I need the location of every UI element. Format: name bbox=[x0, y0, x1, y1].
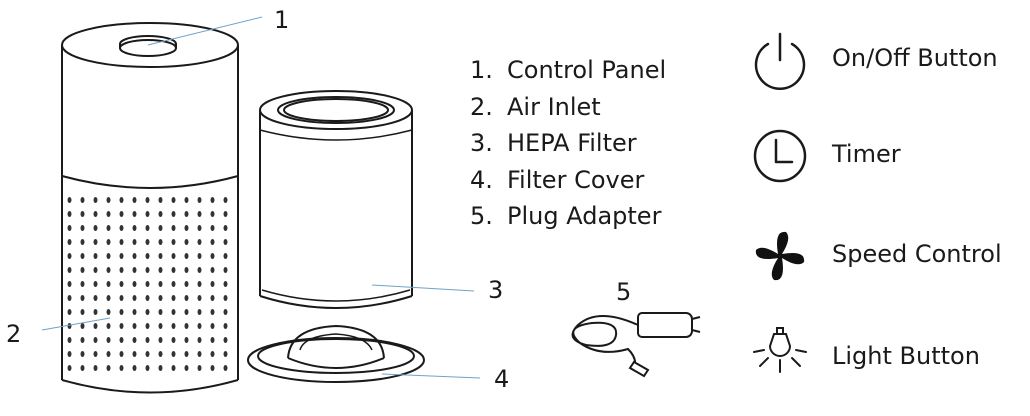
legend-item-speed: Speed Control bbox=[748, 224, 1030, 288]
part-item: 2. Air Inlet bbox=[470, 89, 666, 126]
timer-icon bbox=[753, 129, 807, 183]
part-label: Filter Cover bbox=[507, 165, 645, 194]
control-panel-knob bbox=[119, 35, 177, 57]
legend-label: On/Off Button bbox=[832, 44, 998, 72]
callout-3: 3 bbox=[488, 276, 503, 304]
legend-item-power: On/Off Button bbox=[748, 28, 1030, 92]
part-item: 3. HEPA Filter bbox=[470, 125, 666, 162]
part-item: 5. Plug Adapter bbox=[470, 198, 666, 235]
legend-item-light: Light Button bbox=[748, 326, 1030, 390]
callout-1: 1 bbox=[274, 6, 289, 34]
legend-item-timer: Timer bbox=[748, 124, 1030, 188]
legend-label: Speed Control bbox=[832, 240, 1002, 268]
light-bulb-icon bbox=[753, 327, 807, 373]
part-index: 5. bbox=[470, 202, 493, 230]
icon-legend: On/Off Button Timer Speed Control bbox=[748, 20, 1030, 410]
filter-cover bbox=[247, 324, 425, 383]
part-label: Control Panel bbox=[507, 56, 667, 84]
part-index: 1. bbox=[470, 56, 493, 84]
callout-5: 5 bbox=[616, 278, 631, 306]
part-index: 2. bbox=[470, 92, 493, 121]
fan-icon bbox=[755, 231, 805, 281]
parts-list: 1. Control Panel 2. Air Inlet 3. HEPA Filte… bbox=[470, 52, 666, 235]
part-index: 3. bbox=[470, 129, 493, 157]
legend-label: Timer bbox=[832, 140, 901, 168]
hepa-filter bbox=[259, 90, 413, 309]
plug-adapter bbox=[571, 312, 701, 378]
power-icon bbox=[754, 32, 806, 90]
part-item: 4. Filter Cover bbox=[470, 162, 666, 199]
part-index: 4. bbox=[470, 165, 493, 194]
part-item: 1. Control Panel bbox=[470, 52, 666, 89]
part-label: HEPA Filter bbox=[507, 129, 637, 157]
legend-label: Light Button bbox=[832, 342, 980, 370]
callout-2: 2 bbox=[6, 320, 21, 348]
part-label: Plug Adapter bbox=[507, 202, 662, 230]
air-inlet-grille bbox=[66, 193, 234, 373]
part-label: Air Inlet bbox=[507, 92, 601, 121]
callout-4: 4 bbox=[494, 365, 509, 393]
leader-lines bbox=[41, 16, 481, 379]
